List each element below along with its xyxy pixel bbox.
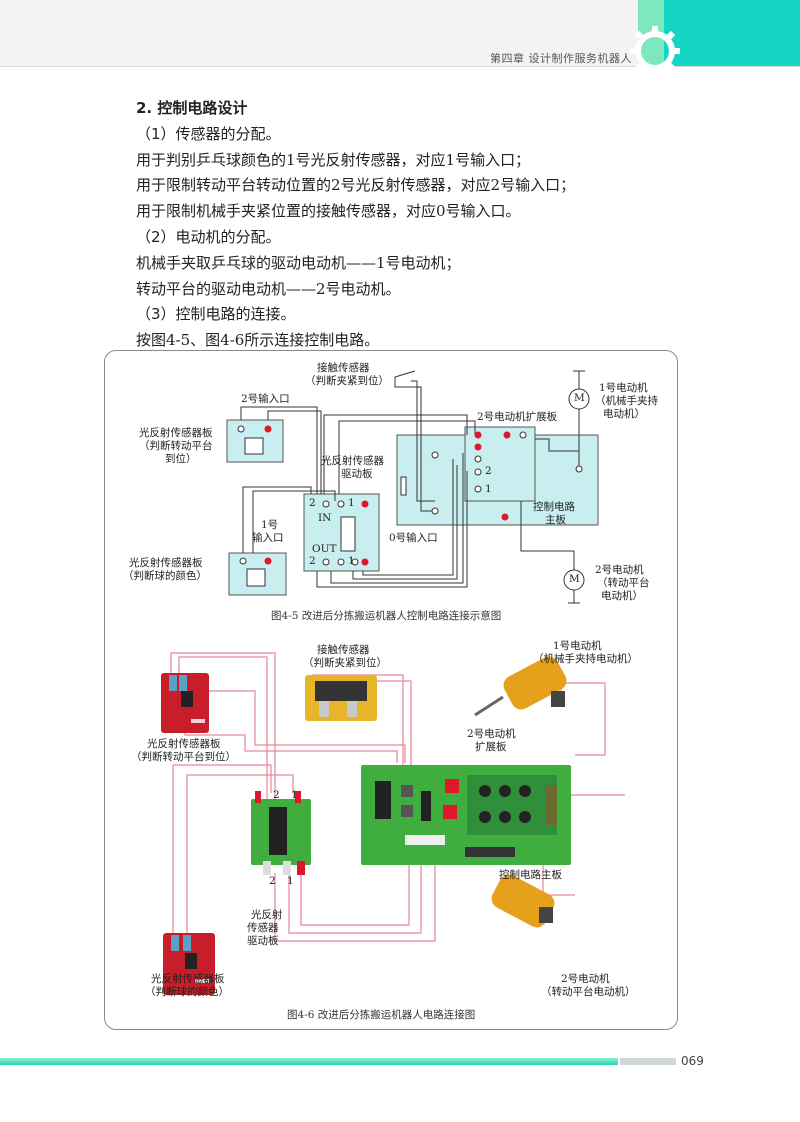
pin-label: 2 [269, 875, 276, 887]
figure-frame: 接触传感器 （判断夹紧到位） 2号输入口 光反射传感器板 （判断转动平台 到位）… [104, 350, 678, 1030]
driver-board-photo [251, 791, 311, 875]
out-label: OUT [312, 543, 337, 555]
motor-2-photo [491, 874, 555, 928]
input-1-label: 1号 [261, 519, 279, 531]
paragraph: 用于限制机械手夹紧位置的接触传感器，对应0号输入口。 [136, 202, 521, 221]
motor-2-label: （转动平台电动机） [541, 986, 636, 998]
pin-label: 2 [309, 497, 316, 509]
page-number: 069 [681, 1054, 704, 1068]
figure-4-5-caption: 图4-5 改进后分拣搬运机器人控制电路连接示意图 [271, 610, 502, 622]
touch-sensor-label: 接触传感器 [317, 362, 370, 374]
driver-board-label: 传感器 [247, 922, 279, 934]
paragraph: 转动平台的驱动电动机——2号电动机。 [136, 279, 401, 298]
pin-label: 1 [348, 497, 355, 509]
main-board-label: 控制电路主板 [499, 869, 562, 881]
motor-symbol: M [574, 392, 585, 404]
main-board-label: 主板 [545, 514, 566, 526]
paragraph: 用于判别乒乓球颜色的1号光反射传感器，对应1号输入口； [136, 150, 531, 169]
corner-accent [638, 0, 800, 66]
paragraph: 机械手夹取乒乓球的驱动电动机——1号电动机； [136, 253, 461, 272]
sensor-board-a-note: （判断转动平台到位） [131, 751, 236, 763]
body-text: 2. 控制电路设计 （1）传感器的分配。 用于判别乒乓球颜色的1号光反射传感器，… [136, 96, 676, 354]
motor-2-label: （转动平台 [597, 577, 650, 589]
paragraph: 按图4-5、图4-6所示连接控制电路。 [136, 331, 380, 350]
ext-board-label: 扩展板 [475, 741, 507, 753]
figure-4-5-diagram [226, 370, 599, 604]
figure-4-6-diagram [161, 652, 625, 995]
main-board-photo [361, 765, 571, 865]
pin-label: 1 [485, 483, 492, 495]
header-rule [0, 66, 800, 67]
pin-label: 2 [309, 555, 316, 567]
motor-1-label: 1号电动机 [599, 382, 648, 394]
touch-sensor-note: （判断夹紧到位） [303, 657, 387, 669]
section-heading: 2. 控制电路设计 [136, 99, 248, 117]
in-label: IN [318, 512, 332, 524]
sensor-board-a-label: 光反射传感器板 [147, 738, 221, 750]
sensor-board-b-photo [163, 933, 215, 995]
motor-1-label: （机械手夹持 [595, 395, 658, 407]
motor-symbol: M [569, 573, 580, 585]
motor-2-label: 电动机） [601, 590, 643, 602]
motor-1-photo [474, 656, 567, 717]
paragraph: （3）控制电路的连接。 [136, 305, 296, 324]
motor-2-label: 2号电动机 [595, 564, 644, 576]
chapter-title: 第四章 设计制作服务机器人 [490, 52, 632, 65]
touch-sensor-label: 接触传感器 [317, 644, 370, 656]
sensor-board-a-note: （判断转动平台 [139, 440, 213, 452]
main-board-label: 控制电路 [533, 501, 575, 513]
gear-icon [630, 26, 680, 76]
sensor-board-b-note: （判断球的颜色） [145, 986, 229, 998]
pin-label: 1 [348, 555, 355, 567]
ext-board-label: 2号电动机 [467, 728, 516, 740]
sensor-board-b-label: 光反射传感器板 [129, 557, 203, 569]
paragraph: （2）电动机的分配。 [136, 227, 281, 246]
motor-1-label: 1号电动机 [553, 640, 602, 652]
driver-board-label: 驱动板 [341, 468, 373, 480]
pin-label: 1 [287, 875, 294, 887]
sensor-board-a-note: 到位） [165, 453, 197, 465]
input-0-label: 0号输入口 [389, 532, 438, 544]
touch-sensor-photo [305, 675, 377, 721]
motor-2-label: 2号电动机 [561, 973, 610, 985]
input-2-label: 2号输入口 [241, 393, 290, 405]
input-1-label: 输入口 [252, 532, 284, 544]
motor-1-label: 电动机） [603, 408, 645, 420]
sensor-board-a-photo [161, 673, 209, 733]
paragraph: 用于限制转动平台转动位置的2号光反射传感器，对应2号输入口； [136, 176, 576, 195]
driver-board-label: 光反射传感器 [321, 455, 384, 467]
pin-label: 2 [485, 465, 492, 477]
pin-label: 1 [291, 789, 298, 801]
ext-board-label: 2号电动机扩展板 [477, 411, 558, 423]
footer-bar [0, 1058, 618, 1065]
driver-board-label: 驱动板 [247, 935, 279, 947]
footer-bar-end [620, 1058, 676, 1065]
pin-label: 2 [273, 789, 280, 801]
paragraph: （1）传感器的分配。 [136, 124, 281, 143]
sensor-board-b-label: 光反射传感器板 [151, 973, 225, 985]
touch-sensor-note: （判断夹紧到位） [305, 375, 389, 387]
motor-1-label: （机械手夹持电动机） [533, 653, 638, 665]
sensor-board-a-label: 光反射传感器板 [139, 427, 213, 439]
driver-board-label: 光反射 [251, 909, 283, 921]
sensor-board-b-note: （判断球的颜色） [123, 570, 207, 582]
figure-4-6-caption: 图4-6 改进后分拣搬运机器人电路连接图 [287, 1009, 476, 1021]
